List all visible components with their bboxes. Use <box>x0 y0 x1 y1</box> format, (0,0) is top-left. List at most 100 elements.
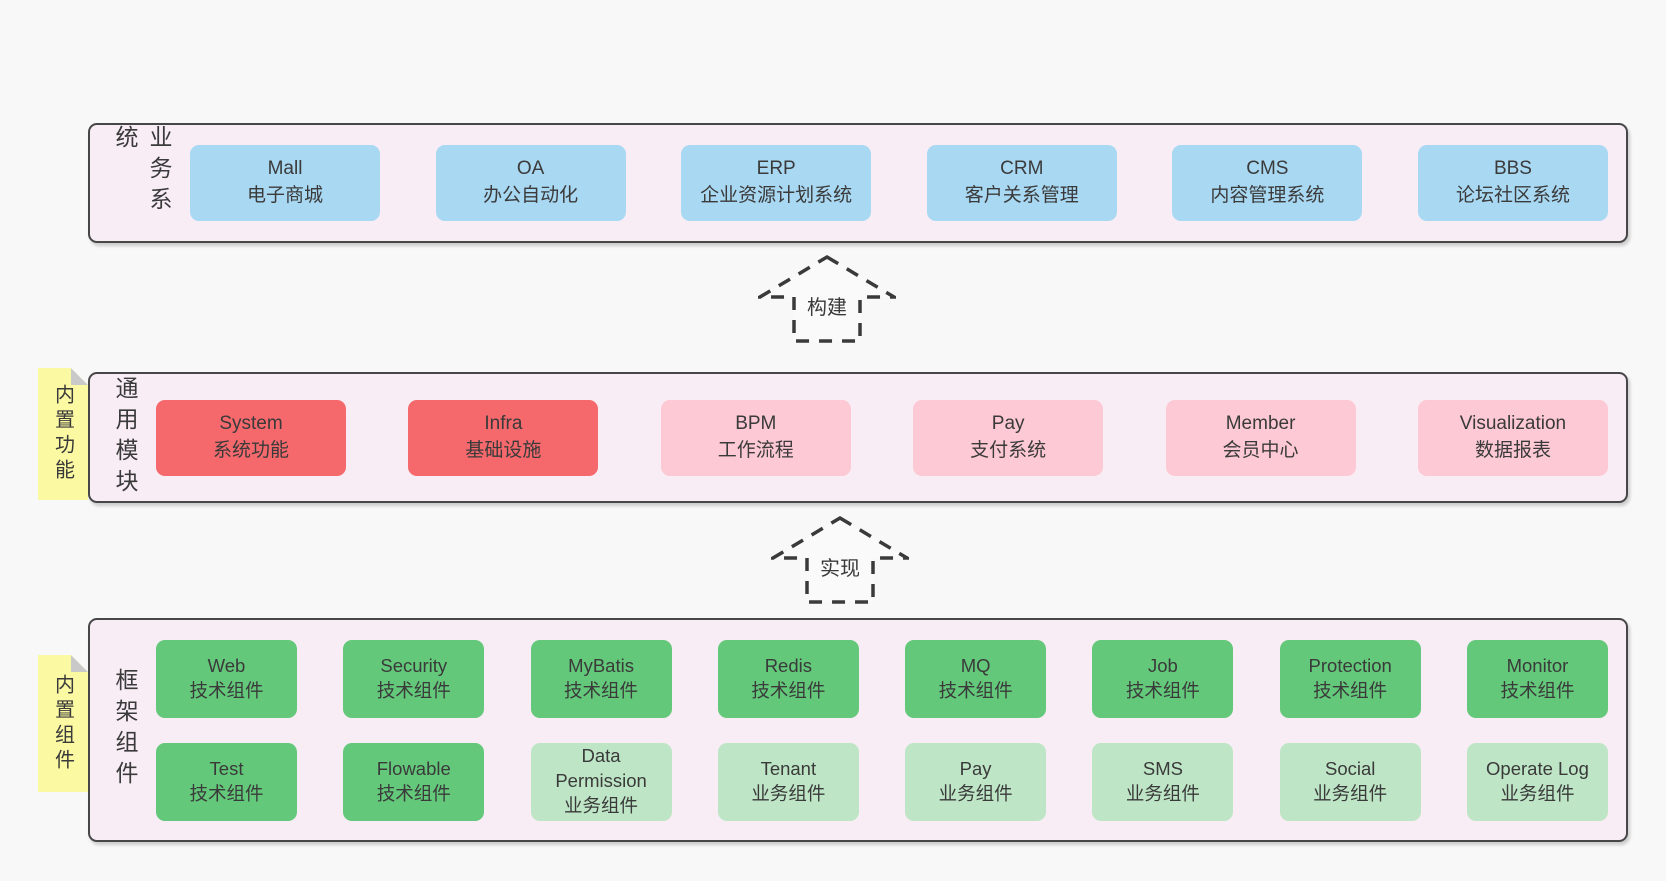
box-monitor: Monitor 技术组件 <box>1466 639 1608 718</box>
box-title: Social <box>1324 757 1376 779</box>
sticky-note-builtin-features: 内置功能 <box>38 368 88 500</box>
box-subtitle: 业务组件 <box>1313 782 1388 804</box>
box-title: Pay <box>959 757 992 779</box>
box-subtitle: 系统功能 <box>212 439 289 461</box>
box-subtitle: 基础设施 <box>465 439 542 461</box>
sticky-note-text: 内置功能 <box>51 384 74 484</box>
box-title: Pay <box>991 412 1025 434</box>
box-title: SMS <box>1142 757 1183 779</box>
box-title: Test <box>209 757 244 779</box>
box-subtitle: 业务组件 <box>1500 782 1575 804</box>
box-subtitle: 技术组件 <box>1313 679 1388 701</box>
section-label-business-systems: 业务系统 <box>112 125 172 218</box>
box-subtitle: 技术组件 <box>751 679 826 701</box>
box-mybatis: MyBatis 技术组件 <box>530 639 672 718</box>
box-subtitle: 技术组件 <box>564 679 639 701</box>
box-security: Security 技术组件 <box>343 639 485 718</box>
box-subtitle: 会员中心 <box>1222 439 1299 461</box>
box-title: ERP <box>756 158 796 180</box>
component-boxes-grid: Web 技术组件 Security 技术组件 MyBatis 技术组件 Redi… <box>156 639 1608 821</box>
box-title: BBS <box>1493 158 1532 180</box>
box-title: Mall <box>267 158 303 180</box>
module-boxes-row: System 系统功能 Infra 基础设施 BPM 工作流程 Pay 支付系统… <box>156 399 1608 476</box>
box-title: Member <box>1225 412 1296 434</box>
box-bbs: BBS 论坛社区系统 <box>1417 145 1608 221</box>
box-title: OA <box>516 158 545 180</box>
box-subtitle: 电子商城 <box>246 185 323 206</box>
box-title: CMS <box>1246 158 1289 180</box>
box-title: Monitor <box>1506 654 1569 676</box>
box-title: Flowable <box>376 757 451 779</box>
box-subtitle: 办公自动化 <box>483 185 579 206</box>
box-subtitle: 内容管理系统 <box>1210 185 1325 206</box>
box-title: MyBatis <box>568 654 634 676</box>
panel-business-systems: 业务系统 Mall 电子商城 OA 办公自动化 ERP 企业资源计划系统 CRM… <box>88 123 1628 243</box>
box-subtitle: 业务组件 <box>1125 782 1200 804</box>
business-boxes-row: Mall 电子商城 OA 办公自动化 ERP 企业资源计划系统 CRM 客户关系… <box>190 145 1608 221</box>
box-subtitle: 技术组件 <box>1125 679 1200 701</box>
box-title: MQ <box>960 654 991 676</box>
box-tenant: Tenant 业务组件 <box>717 742 859 821</box>
box-redis: Redis 技术组件 <box>717 639 859 718</box>
box-title: Infra <box>484 412 523 434</box>
component-row-1: Web 技术组件 Security 技术组件 MyBatis 技术组件 Redi… <box>156 639 1608 718</box>
box-subtitle: 技术组件 <box>376 782 451 804</box>
box-title: System <box>219 412 283 434</box>
panel-common-modules: 通用模块 System 系统功能 Infra 基础设施 BPM 工作流程 Pay… <box>88 372 1628 503</box>
box-subtitle: 技术组件 <box>1500 679 1575 701</box>
box-subtitle: 业务组件 <box>564 794 639 816</box>
box-title: Redis <box>764 654 812 676</box>
arrow-implement-label: 实现 <box>817 552 863 581</box>
box-crm: CRM 客户关系管理 <box>926 145 1117 221</box>
box-subtitle: 工作流程 <box>717 439 794 461</box>
box-subtitle: 技术组件 <box>189 782 264 804</box>
box-member: Member 会员中心 <box>1165 399 1356 476</box>
box-data-permission: Data Permission 业务组件 <box>530 742 672 821</box>
box-social: Social 业务组件 <box>1279 742 1421 821</box>
sticky-note-text: 内置组件 <box>51 673 74 774</box>
box-title: BPM <box>735 412 777 434</box>
box-title: Job <box>1147 654 1178 676</box>
box-job: Job 技术组件 <box>1092 639 1234 718</box>
box-mall: Mall 电子商城 <box>190 145 380 221</box>
box-system: System 系统功能 <box>156 399 346 476</box>
box-subtitle: 技术组件 <box>376 679 451 701</box>
box-mq: MQ 技术组件 <box>905 639 1047 718</box>
box-title: Operate Log <box>1486 757 1589 779</box>
sticky-note-builtin-components: 内置组件 <box>38 655 88 792</box>
box-operate-log: Operate Log 业务组件 <box>1466 742 1608 821</box>
box-cms: CMS 内容管理系统 <box>1172 145 1363 221</box>
box-flowable: Flowable 技术组件 <box>343 742 485 821</box>
component-row-2: Test 技术组件 Flowable 技术组件 Data Permission … <box>156 742 1608 821</box>
box-subtitle: 业务组件 <box>938 782 1013 804</box>
box-title: Web <box>207 654 246 676</box>
box-subtitle: 技术组件 <box>189 679 264 701</box>
box-title: CRM <box>1000 158 1044 180</box>
box-subtitle: 数据报表 <box>1474 439 1551 461</box>
box-subtitle: 支付系统 <box>970 439 1047 461</box>
box-subtitle: 技术组件 <box>938 679 1013 701</box>
box-title: Data Permission <box>555 745 647 792</box>
box-subtitle: 企业资源计划系统 <box>700 185 853 206</box>
box-test: Test 技术组件 <box>156 742 297 821</box>
box-infra: Infra 基础设施 <box>408 399 599 476</box>
box-erp: ERP 企业资源计划系统 <box>681 145 872 221</box>
box-bpm: BPM 工作流程 <box>660 399 851 476</box>
box-oa: OA 办公自动化 <box>435 145 626 221</box>
arrow-implement: 实现 <box>771 515 909 605</box>
box-protection: Protection 技术组件 <box>1279 639 1421 718</box>
panel-framework-components: 框架组件 Web 技术组件 Security 技术组件 MyBatis 技术组件… <box>88 618 1628 842</box>
box-subtitle: 客户关系管理 <box>964 185 1079 206</box>
box-sms: SMS 业务组件 <box>1092 742 1234 821</box>
box-subtitle: 业务组件 <box>751 782 826 804</box>
box-subtitle: 论坛社区系统 <box>1455 185 1570 206</box>
box-pay-system: Pay 支付系统 <box>913 399 1104 476</box>
box-web: Web 技术组件 <box>156 639 297 718</box>
box-title: Tenant <box>760 757 817 779</box>
box-title: Security <box>380 654 448 676</box>
arrow-build: 构建 <box>758 254 896 344</box>
section-label-common-modules: 通用模块 <box>112 375 138 500</box>
box-pay-component: Pay 业务组件 <box>905 742 1047 821</box>
arrow-build-label: 构建 <box>804 291 850 320</box>
